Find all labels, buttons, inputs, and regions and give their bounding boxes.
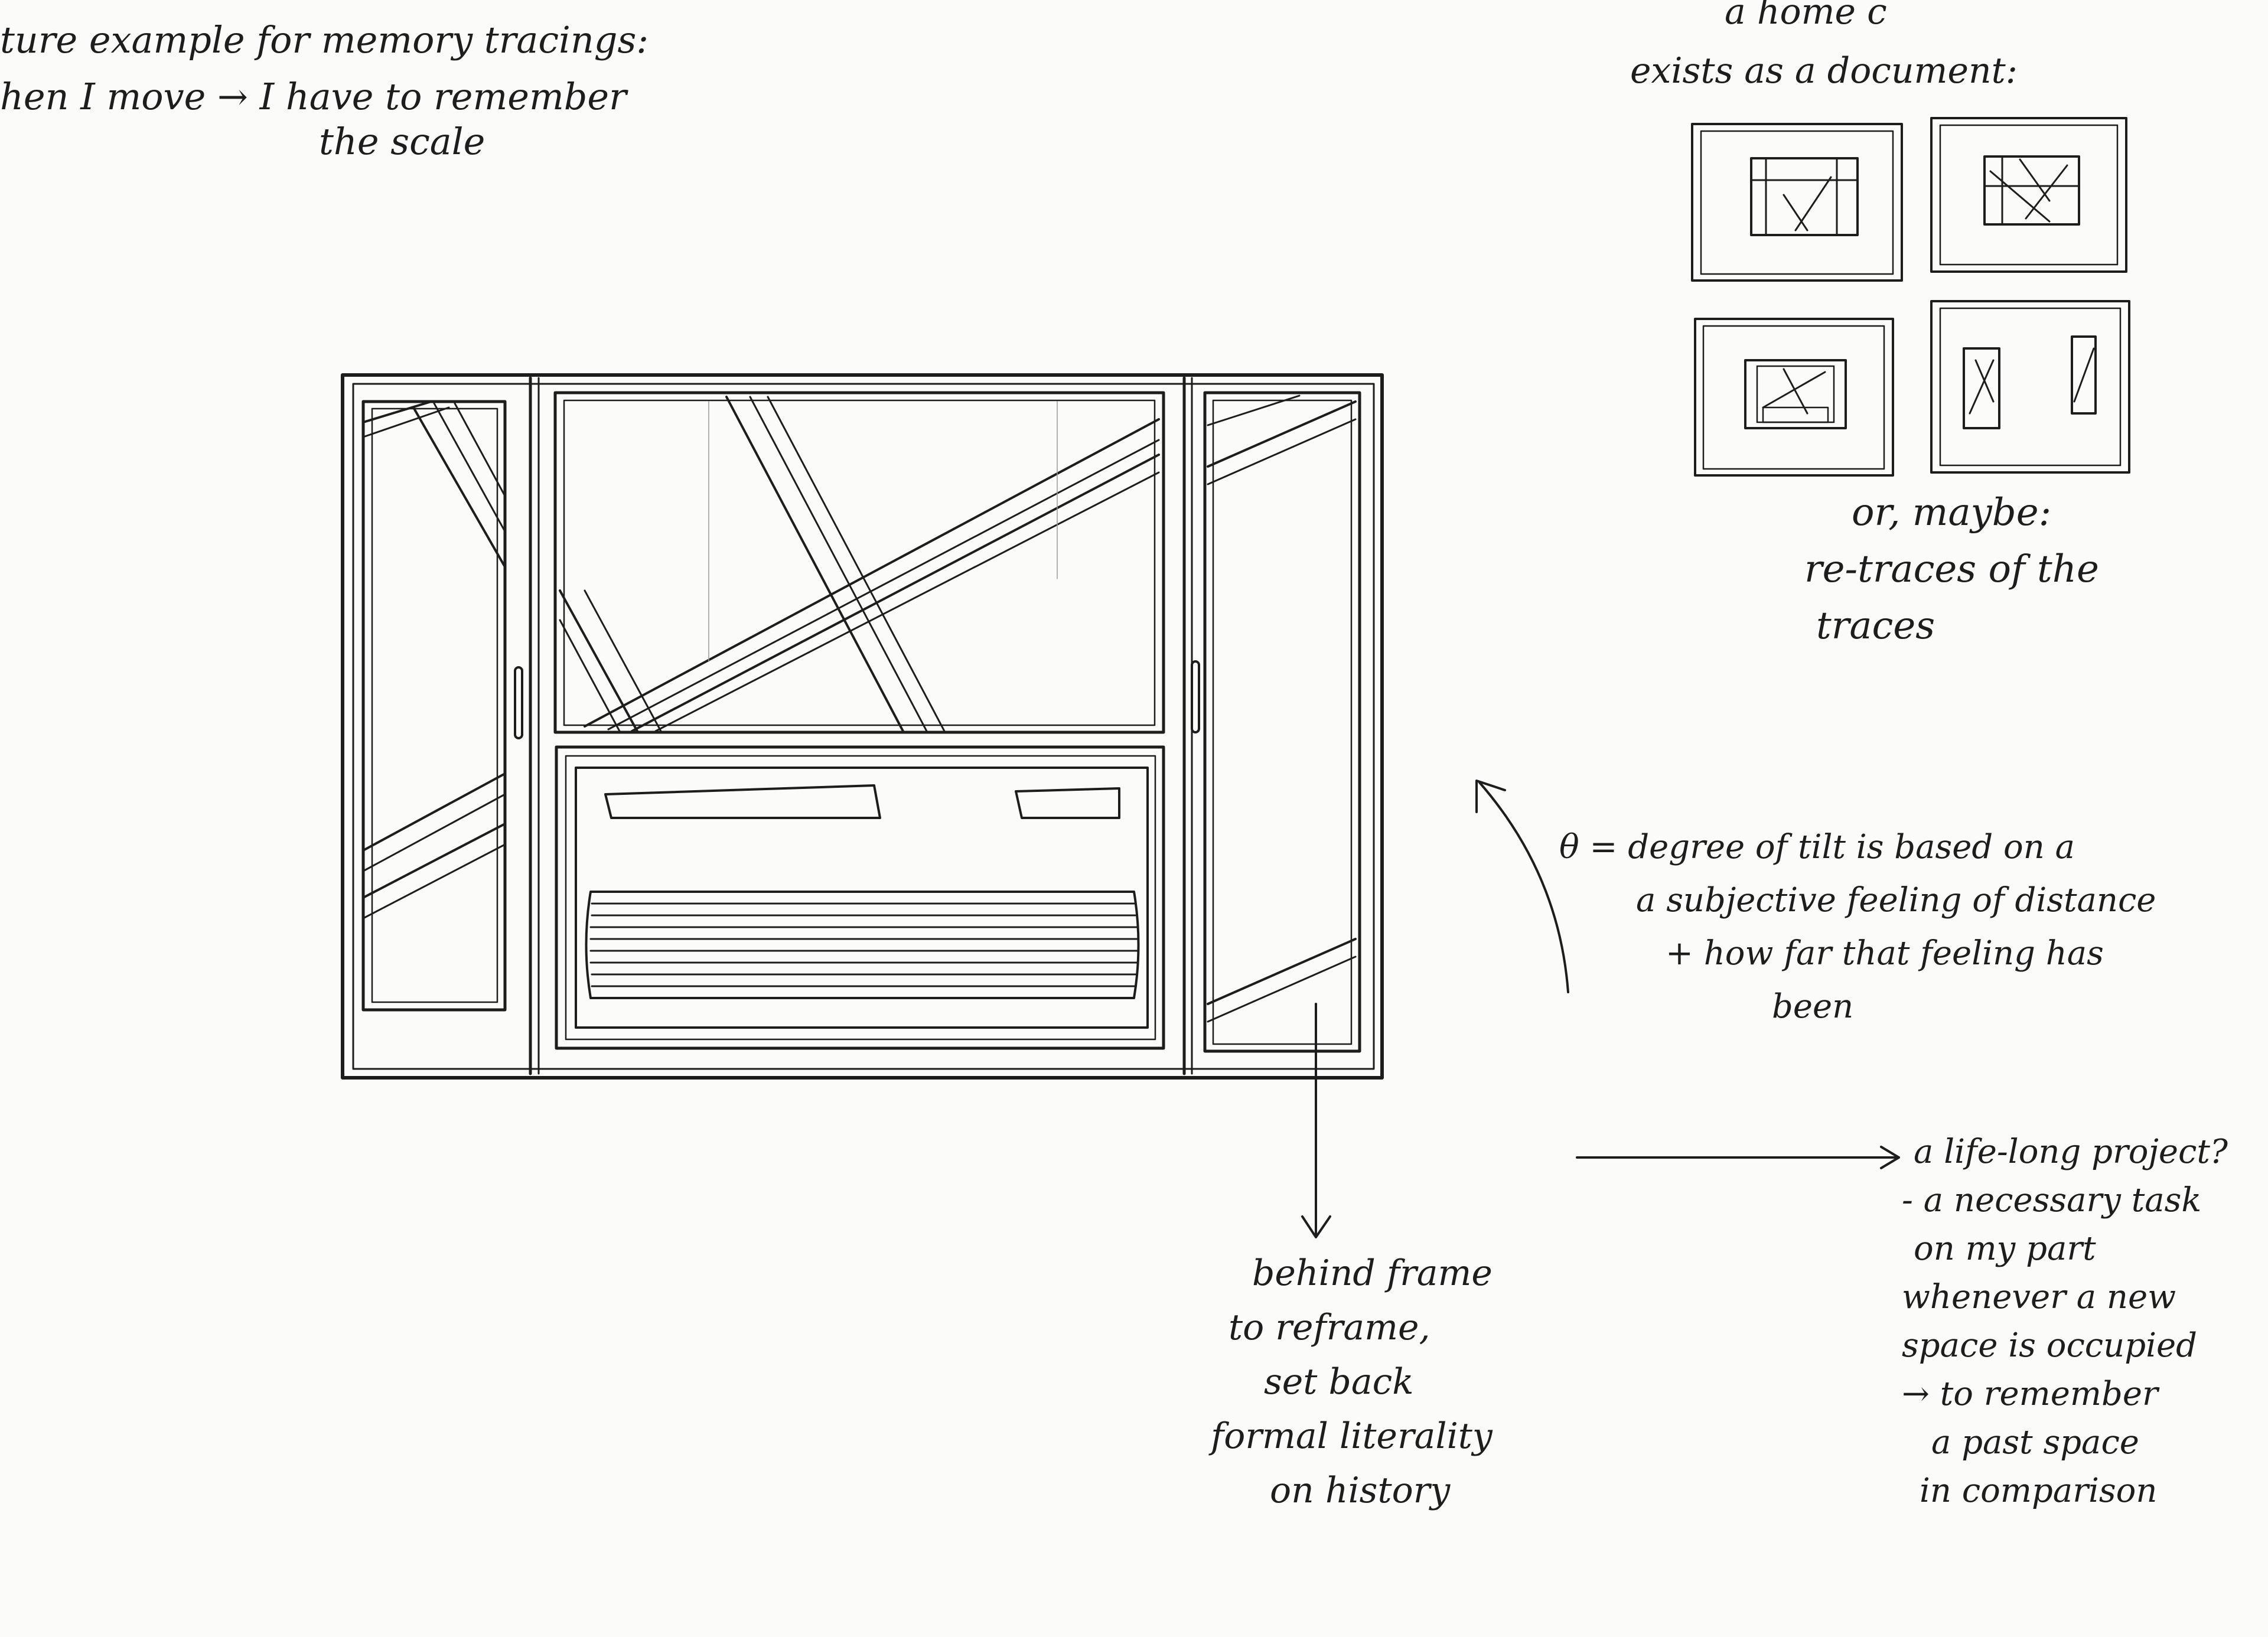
- right-arrow: [1576, 1146, 1900, 1169]
- note-theta-line-3: + how far that feeling has: [1666, 934, 2104, 973]
- note-top-right: a home c exists as a document:: [1630, 0, 2018, 100]
- center-upper-glass: [553, 391, 1165, 734]
- note-top-left-line-3: the scale: [319, 120, 485, 163]
- note-theta-line-1: θ = degree of tilt is based on a: [1559, 828, 2075, 866]
- thumbnail-4: [1930, 300, 2130, 474]
- note-life-long-line-5: space is occupied: [1902, 1326, 2197, 1365]
- note-or-maybe-line-2: re-traces of the: [1804, 547, 2099, 591]
- note-behind-frame-line-3: set back: [1264, 1361, 1414, 1403]
- note-behind-frame: behind frame to reframe, set back formal…: [1211, 1246, 1493, 1518]
- note-life-long-line-7: a past space: [1931, 1423, 2139, 1462]
- note-top-left-line-2: hen I move → I have to remember: [0, 75, 627, 118]
- note-top-left-line-1: ture example for memory tracings:: [0, 18, 649, 61]
- note-top-right-line-2: exists as a document:: [1630, 50, 2018, 92]
- thumbnail-3: [1694, 318, 1894, 477]
- note-life-long-line-6: → to remember: [1902, 1375, 2158, 1413]
- note-or-maybe-line-1: or, maybe:: [1852, 491, 2052, 534]
- note-life-long-line-2: - a necessary task: [1902, 1181, 2202, 1219]
- note-theta-line-4: been: [1772, 987, 1854, 1026]
- note-life-long-line-8: in comparison: [1920, 1472, 2158, 1510]
- note-life-long-line-3: on my part: [1914, 1230, 2096, 1268]
- left-window-panel: [361, 376, 540, 1075]
- note-behind-frame-line-4: formal literality: [1211, 1416, 1493, 1457]
- thumbnail-2: [1930, 117, 2127, 273]
- curved-arrow: [1475, 780, 1569, 993]
- air-conditioner-unit: [555, 745, 1165, 1050]
- note-behind-frame-line-2: to reframe,: [1228, 1307, 1430, 1348]
- note-theta-line-2: a subjective feeling of distance: [1636, 881, 2156, 919]
- thumbnail-1: [1691, 123, 1903, 282]
- note-behind-frame-line-1: behind frame: [1252, 1253, 1493, 1294]
- note-or-maybe: or, maybe: re-traces of the traces: [1804, 484, 2099, 654]
- right-window-panel: [1182, 376, 1361, 1075]
- down-arrow: [1301, 1003, 1331, 1238]
- note-life-long-line-1: a life-long project?: [1914, 1133, 2228, 1171]
- note-life-long-line-4: whenever a new: [1902, 1278, 2176, 1316]
- note-life-long: a life-long project? - a necessary task …: [1902, 1128, 2228, 1515]
- window-frame: [341, 373, 1384, 1080]
- note-top-right-line-1: a home c: [1725, 0, 1887, 32]
- note-top-left: ture example for memory tracings: hen I …: [0, 12, 649, 170]
- note-or-maybe-line-3: traces: [1816, 604, 1935, 648]
- note-theta: θ = degree of tilt is based on a a subje…: [1559, 821, 2156, 1033]
- note-behind-frame-line-5: on history: [1270, 1470, 1451, 1511]
